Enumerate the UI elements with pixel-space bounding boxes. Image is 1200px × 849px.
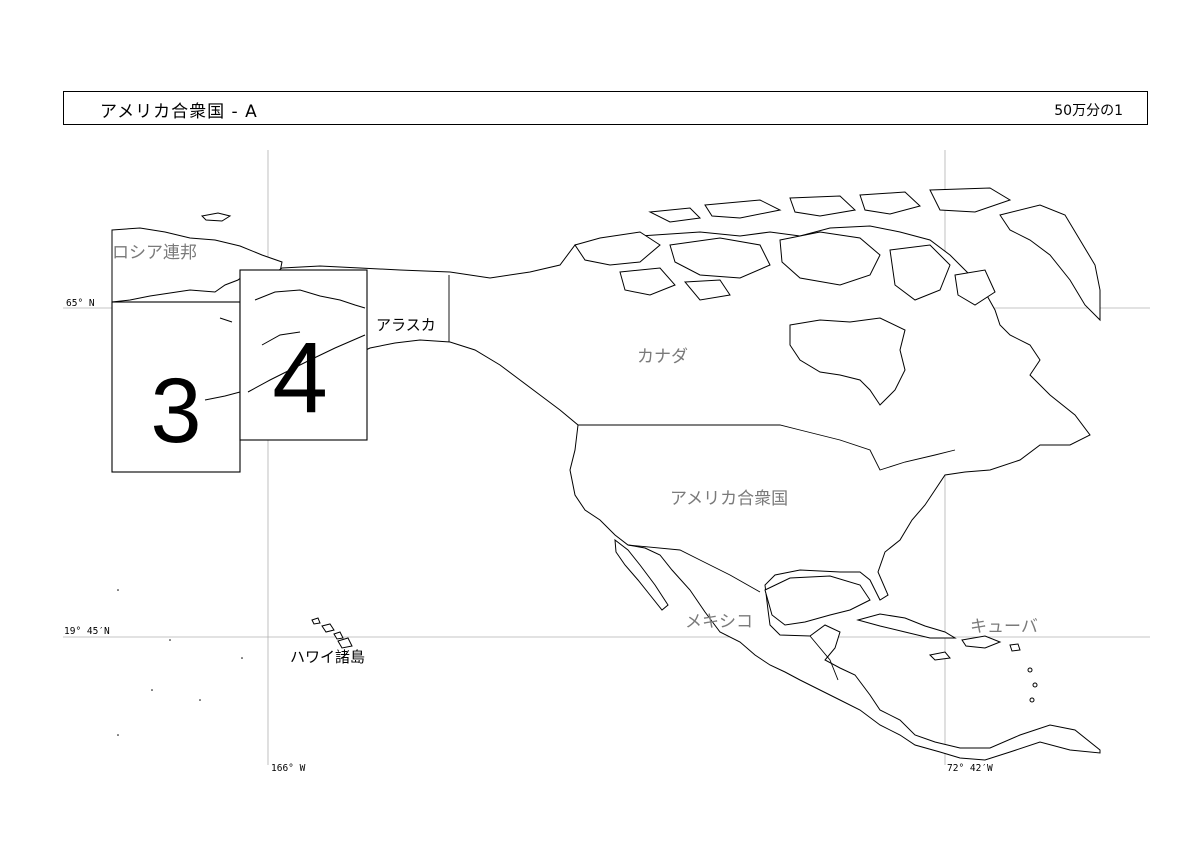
- wrangel-island: [200, 212, 232, 222]
- label-alaska: アラスカ: [376, 316, 436, 334]
- label-russia: ロシア連邦: [112, 243, 197, 263]
- gulf-of-mexico: [764, 575, 871, 626]
- sheet-3-frame[interactable]: [111, 301, 241, 473]
- coord-label-19n: 19° 45′N: [64, 626, 110, 637]
- sheet-3-coast: [204, 317, 241, 401]
- sheet-4-frame[interactable]: [239, 269, 368, 441]
- sheet-number-3: 3: [150, 360, 201, 462]
- cuba-island: [856, 613, 957, 639]
- baja-california: [614, 538, 669, 611]
- sheet-number-4: 4: [272, 322, 328, 434]
- coord-label-72w: 72° 42′W: [947, 763, 993, 774]
- coord-label-166w: 166° W: [271, 763, 306, 774]
- label-canada: カナダ: [637, 347, 688, 367]
- map-header: アメリカ合衆国 - A 50万分の1: [63, 91, 1148, 125]
- hispaniola-island: [961, 635, 1002, 649]
- arctic-archipelago: [574, 187, 1101, 322]
- map-scale: 50万分の1: [1054, 103, 1123, 119]
- map-title: アメリカ合衆国 - A: [100, 102, 258, 122]
- label-cuba: キューバ: [970, 617, 1038, 637]
- hawaii-islands: [117, 589, 353, 736]
- label-hawaii: ハワイ諸島: [290, 648, 365, 666]
- political-borders: [448, 275, 956, 681]
- sheet-4-coast: [247, 289, 366, 393]
- hudson-bay: [789, 317, 906, 406]
- caribbean-islands: [856, 613, 1038, 703]
- coord-label-65n: 65° N: [66, 298, 95, 309]
- label-mexico: メキシコ: [685, 612, 753, 632]
- label-usa: アメリカ合衆国: [670, 489, 788, 509]
